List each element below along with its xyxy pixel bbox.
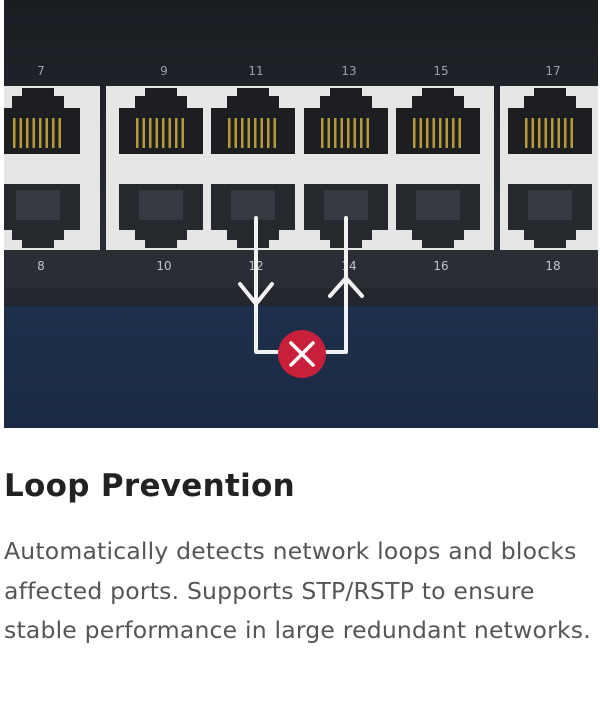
port-label: 17 [545, 64, 560, 78]
port-label: 9 [160, 64, 168, 78]
port-label: 8 [37, 259, 45, 273]
port-label: 16 [433, 259, 448, 273]
port-bottom-8 [4, 184, 80, 248]
feature-description: Automatically detects network loops and … [4, 537, 591, 644]
port-bottom-12 [211, 184, 295, 248]
feature-title: Loop Prevention [4, 468, 295, 504]
port-label: 14 [341, 259, 356, 273]
port-top-7 [4, 88, 80, 154]
port-label: 13 [341, 64, 356, 78]
port-bottom-10 [119, 184, 203, 248]
port-label: 15 [433, 64, 448, 78]
arrow-up-icon [328, 276, 364, 298]
port-top-13 [304, 88, 388, 154]
port-top-11 [211, 88, 295, 154]
port-label: 7 [37, 64, 45, 78]
port-top-17 [508, 88, 592, 154]
port-label: 11 [248, 64, 263, 78]
port-label: 10 [156, 259, 171, 273]
port-top-9 [119, 88, 203, 154]
arrow-down-icon [238, 282, 274, 306]
port-top-15 [396, 88, 480, 154]
port-bottom-18 [508, 184, 592, 248]
port-label: 18 [545, 259, 560, 273]
blocked-x-icon [278, 330, 326, 378]
port-bottom-16 [396, 184, 480, 248]
